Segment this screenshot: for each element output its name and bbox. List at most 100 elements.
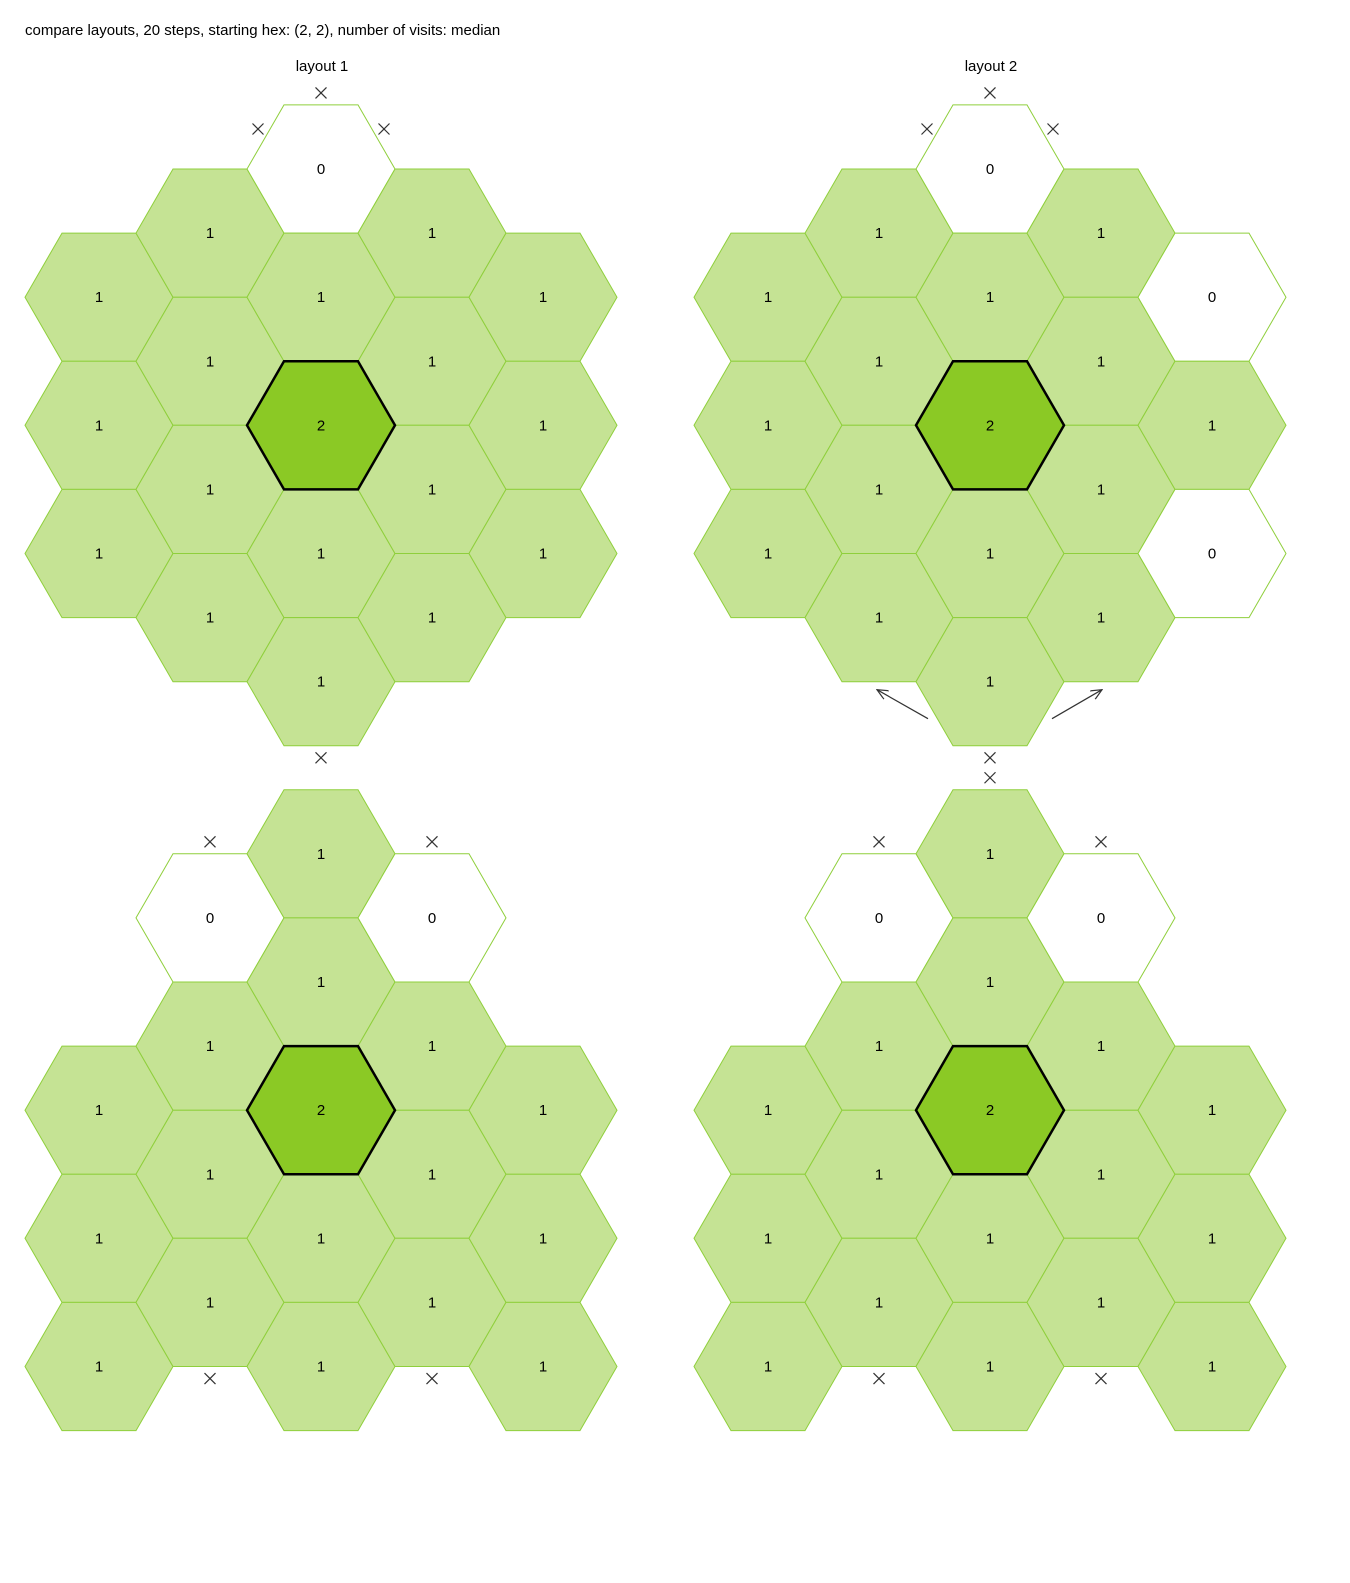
- hex-visit-count: 0: [317, 161, 325, 178]
- hex-visit-count: 1: [539, 1359, 547, 1376]
- blocked-exit-marker: [873, 1372, 885, 1385]
- hex-visit-count: 1: [764, 289, 772, 306]
- hex-visit-count: 0: [428, 910, 436, 927]
- hex-visit-count: 2: [317, 1102, 325, 1119]
- hex-visit-count: 1: [206, 610, 214, 627]
- hex-visit-count: 0: [875, 910, 883, 927]
- hex-visit-count: 1: [428, 353, 436, 370]
- hex-cell: [468, 1301, 618, 1432]
- hex-visit-count: 1: [986, 546, 994, 563]
- hex-visit-count: 1: [539, 546, 547, 563]
- blocked-exit-marker: [204, 835, 216, 848]
- blocked-exit-marker: [873, 835, 885, 848]
- hex-visit-count: 1: [317, 674, 325, 691]
- hex-visit-count: 2: [986, 417, 994, 434]
- blocked-exit-marker: [921, 123, 933, 135]
- hex-visit-count: 1: [317, 974, 325, 991]
- hex-visit-count: 1: [875, 1038, 883, 1055]
- hex-cell: [1137, 1301, 1287, 1432]
- hex-visit-count: 1: [317, 1359, 325, 1376]
- hex-cell: [468, 488, 618, 619]
- hex-visit-count: 1: [986, 1230, 994, 1247]
- start-hex: [914, 1044, 1066, 1176]
- wrap-arrow: [1051, 690, 1102, 720]
- hex-visit-count: 1: [428, 1294, 436, 1311]
- hex-visit-count: 1: [875, 225, 883, 242]
- blocked-exit-marker: [984, 86, 996, 99]
- hex-visit-count: 1: [95, 1359, 103, 1376]
- hex-visit-count: 1: [986, 846, 994, 863]
- hex-visit-count: 2: [986, 1102, 994, 1119]
- hex-visit-count: 0: [206, 910, 214, 927]
- hex-visit-count: 1: [539, 1102, 547, 1119]
- hex-visit-count: 1: [206, 1038, 214, 1055]
- blocked-exit-marker: [426, 835, 438, 848]
- hex-visit-count: 1: [206, 353, 214, 370]
- blocked-exit-marker: [1047, 123, 1059, 135]
- hex-cell: [1137, 488, 1287, 619]
- start-hex: [914, 360, 1066, 491]
- hex-visit-count: 1: [986, 289, 994, 306]
- wrap-arrow: [877, 690, 929, 720]
- hex-visit-count: 1: [1097, 225, 1105, 242]
- hex-visit-count: 1: [1097, 1166, 1105, 1183]
- hex-visit-count: 1: [1208, 1359, 1216, 1376]
- hex-visit-count: 1: [317, 546, 325, 563]
- hex-visit-count: 1: [95, 417, 103, 434]
- hex-visit-count: 1: [95, 289, 103, 306]
- hex-visit-count: 0: [986, 161, 994, 178]
- hex-visit-count: 1: [1208, 417, 1216, 434]
- blocked-exit-marker: [1095, 835, 1107, 848]
- hex-visit-count: 1: [875, 481, 883, 498]
- hex-visit-count: 1: [1097, 353, 1105, 370]
- hex-visit-count: 1: [875, 353, 883, 370]
- blocked-exit-marker: [378, 123, 390, 135]
- hex-visit-count: 1: [206, 1166, 214, 1183]
- hex-visit-count: 1: [1208, 1102, 1216, 1119]
- blocked-exit-marker: [315, 751, 327, 764]
- panel-title: layout 2: [965, 58, 1018, 75]
- blocked-exit-marker: [426, 1372, 438, 1385]
- hex-visit-count: 1: [1097, 1294, 1105, 1311]
- hex-visit-count: 1: [95, 1230, 103, 1247]
- hex-visit-count: 1: [539, 417, 547, 434]
- blocked-exit-marker: [1095, 1372, 1107, 1385]
- hex-visit-count: 1: [95, 1102, 103, 1119]
- hex-visit-count: 1: [206, 1294, 214, 1311]
- hex-visit-count: 0: [1208, 289, 1216, 306]
- hex-visit-count: 1: [317, 1230, 325, 1247]
- hex-visit-count: 1: [764, 1230, 772, 1247]
- hex-visit-count: 1: [428, 481, 436, 498]
- hex-visit-count: 1: [764, 417, 772, 434]
- hex-visit-count: 0: [1097, 910, 1105, 927]
- hex-visit-count: 1: [764, 1102, 772, 1119]
- hex-visit-count: 1: [1097, 481, 1105, 498]
- hex-visit-count: 1: [986, 1359, 994, 1376]
- blocked-exit-marker: [984, 771, 996, 784]
- hex-visit-count: 1: [206, 225, 214, 242]
- hex-visit-count: 1: [317, 289, 325, 306]
- hex-visit-count: 2: [317, 417, 325, 434]
- hex-visit-count: 1: [95, 546, 103, 563]
- panel-title: layout 1: [296, 58, 349, 75]
- hex-visit-count: 1: [1208, 1230, 1216, 1247]
- hex-visit-count: 0: [1208, 546, 1216, 563]
- hex-visit-count: 1: [428, 225, 436, 242]
- hex-visit-count: 1: [986, 974, 994, 991]
- hex-visit-count: 1: [764, 1359, 772, 1376]
- hex-visit-count: 1: [1097, 1038, 1105, 1055]
- blocked-exit-marker: [984, 751, 996, 764]
- blocked-exit-marker: [252, 123, 264, 135]
- blocked-exit-marker: [204, 1372, 216, 1385]
- hex-visit-count: 1: [1097, 610, 1105, 627]
- blocked-exit-marker: [315, 86, 327, 99]
- hex-visit-count: 1: [875, 1294, 883, 1311]
- hex-visit-count: 1: [206, 481, 214, 498]
- start-hex: [245, 1044, 397, 1176]
- hex-visit-count: 1: [875, 610, 883, 627]
- figure-header: compare layouts, 20 steps, starting hex:…: [25, 22, 501, 39]
- hex-visit-count: 1: [428, 1038, 436, 1055]
- hex-visit-count: 1: [428, 610, 436, 627]
